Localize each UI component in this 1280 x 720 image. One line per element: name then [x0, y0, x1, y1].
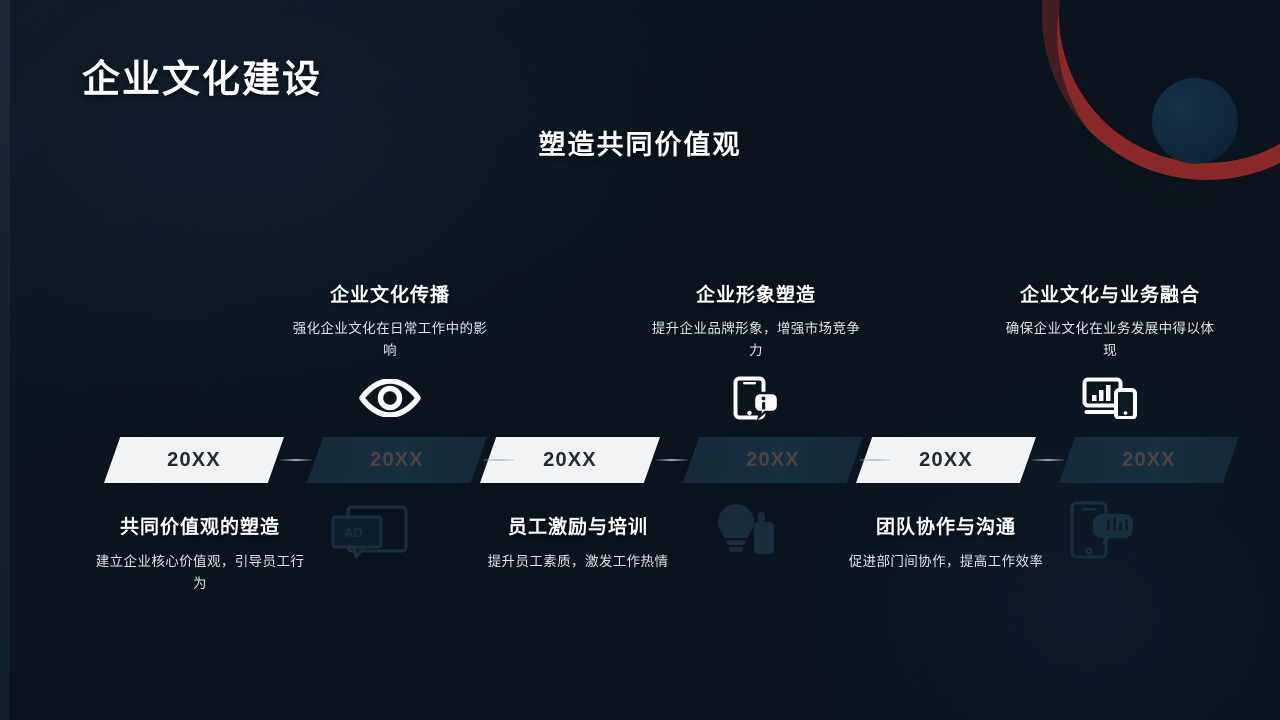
bottom-item-1-title: 共同价值观的塑造 [119, 517, 280, 538]
bottom-item-2-desc: 提升员工素质，激发工作热情 [487, 554, 669, 569]
eye-icon [250, 376, 530, 420]
timeline-segment-1[interactable]: 20XX [104, 437, 284, 483]
bottom-item-3-title: 团队协作与沟通 [875, 517, 1016, 538]
timeline-segment-4-year: 20XX [746, 448, 800, 471]
timeline-segment-6[interactable]: 20XX [1059, 437, 1239, 483]
red-arc-decoration [1025, 0, 1280, 197]
bottom-item-1-desc: 建立企业核心价值观，引导员工行为 [95, 554, 305, 591]
timeline-segment-2-shape [307, 437, 487, 483]
timeline-segment-3-year: 20XX [543, 448, 597, 471]
mobile-chat-bubble-icon [1068, 500, 1140, 560]
top-item-3[interactable]: 企业文化与业务融合 确保企业文化在业务发展中得以体现 [970, 280, 1250, 420]
top-item-2-desc: 提升企业品牌形象，增强市场竞争力 [651, 321, 861, 358]
lightbulb-device-icon [710, 500, 784, 562]
devices-chart-icon [970, 376, 1250, 420]
timeline-segment-6-shape [1059, 437, 1239, 483]
top-item-1-title: 企业文化传播 [329, 285, 450, 306]
page-title: 企业文化建设 [82, 59, 323, 101]
timeline-segment-6-year: 20XX [1122, 448, 1176, 471]
timeline-segment-1-year: 20XX [167, 448, 221, 471]
bottom-item-3[interactable]: 团队协作与沟通 促进部门间协作，提高工作效率 [796, 512, 1096, 573]
top-item-1[interactable]: 企业文化传播 强化企业文化在日常工作中的影响 [250, 280, 530, 420]
top-item-2-title: 企业形象塑造 [695, 285, 816, 306]
timeline-segment-4-shape [683, 437, 863, 483]
timeline-connector-2 [483, 459, 515, 461]
timeline-segment-4[interactable]: 20XX [683, 437, 863, 483]
top-item-3-desc: 确保企业文化在业务发展中得以体现 [1005, 321, 1215, 358]
top-item-1-desc: 强化企业文化在日常工作中的影响 [292, 321, 488, 358]
mobile-info-icon [616, 376, 896, 420]
bottom-item-1[interactable]: 共同价值观的塑造 建立企业核心价值观，引导员工行为 [50, 512, 350, 595]
top-item-3-title: 企业文化与业务融合 [1019, 285, 1200, 306]
section-subtitle: 塑造共同价值观 [538, 130, 742, 160]
bottom-item-2-title: 员工激励与培训 [507, 517, 648, 538]
top-item-2[interactable]: 企业形象塑造 提升企业品牌形象，增强市场竞争力 [616, 280, 896, 420]
timeline-segment-2-year: 20XX [370, 448, 424, 471]
bottom-item-2[interactable]: 员工激励与培训 提升员工素质，激发工作热情 [428, 512, 728, 573]
timeline-connector-4 [859, 459, 891, 461]
timeline-segment-2[interactable]: 20XX [307, 437, 487, 483]
svg-text:AD: AD [344, 525, 363, 540]
left-edge-highlight [0, 0, 10, 720]
timeline-connector-3 [656, 459, 688, 461]
bottom-item-3-desc: 促进部门间协作，提高工作效率 [848, 554, 1044, 569]
timeline-connector-5 [1032, 459, 1064, 461]
timeline-segment-5-year: 20XX [919, 448, 973, 471]
timeline-bar: 20XX 20XX 20XX 20XX 20XX 20XX [104, 437, 1239, 483]
timeline-connector-1 [280, 459, 312, 461]
timeline-segment-1-shape [104, 437, 284, 483]
tablet-ad-bubble-icon: AD [330, 503, 416, 561]
